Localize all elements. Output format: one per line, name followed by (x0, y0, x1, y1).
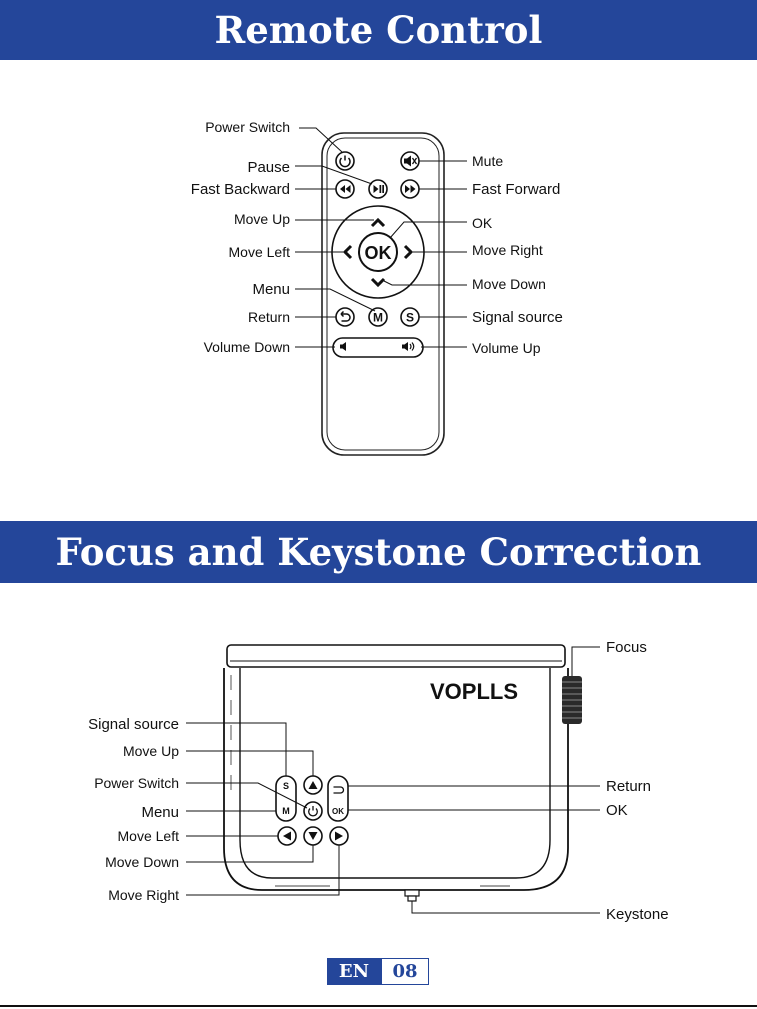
label-ok: OK (472, 215, 493, 231)
brand-logo: VOPLLS (430, 679, 518, 704)
label-proj-return: Return (606, 778, 651, 795)
label-move-left: Move Left (229, 244, 291, 260)
label-power-switch: Power Switch (205, 119, 290, 135)
focus-keystone-heading: Focus and Keystone Correction (0, 521, 757, 583)
projector-ok-label: OK (332, 807, 344, 816)
remote-control-illustration: OK M S (321, 132, 445, 456)
left-arrow-icon[interactable] (342, 244, 353, 260)
menu-button-label: M (373, 311, 383, 325)
up-arrow-icon[interactable] (370, 217, 386, 228)
label-proj-power-switch: Power Switch (94, 775, 179, 791)
projector-left-button[interactable] (277, 826, 297, 846)
label-fast-forward: Fast Forward (472, 181, 560, 198)
remote-control-heading: Remote Control (0, 0, 757, 60)
label-proj-signal-source: Signal source (88, 716, 179, 733)
right-arrow-icon[interactable] (403, 244, 414, 260)
page-number: 08 (381, 958, 429, 985)
label-proj-move-right: Move Right (108, 887, 179, 903)
label-volume-down: Volume Down (204, 339, 290, 355)
volume-down-icon[interactable] (340, 342, 346, 351)
keystone-knob[interactable] (404, 889, 420, 902)
volume-rocker[interactable] (332, 337, 424, 358)
label-move-right: Move Right (472, 242, 543, 258)
projector-control-panel: S M OK (275, 775, 349, 846)
label-proj-move-down: Move Down (105, 854, 179, 870)
menu-button[interactable]: M (368, 307, 388, 327)
label-mute: Mute (472, 153, 503, 169)
label-move-down: Move Down (472, 276, 546, 292)
projector-right-button[interactable] (329, 826, 349, 846)
source-button-label: S (406, 311, 414, 325)
label-proj-ok: OK (606, 802, 628, 819)
label-proj-move-up: Move Up (123, 743, 179, 759)
label-keystone: Keystone (606, 906, 669, 923)
ok-button[interactable] (358, 232, 398, 272)
label-move-up: Move Up (234, 211, 290, 227)
label-return: Return (248, 309, 290, 325)
projector-up-button[interactable] (303, 775, 323, 795)
mute-button[interactable] (400, 151, 420, 171)
footer-rule (0, 1005, 757, 1007)
down-arrow-icon[interactable] (370, 277, 386, 288)
remote-leader-lines (295, 127, 467, 348)
projector-return-icon[interactable] (333, 786, 345, 794)
focus-wheel[interactable] (562, 676, 582, 724)
signal-source-button[interactable]: S (400, 307, 420, 327)
projector-source-label: S (283, 781, 289, 791)
ok-button-label: OK (365, 243, 392, 263)
fast-backward-button[interactable] (335, 179, 355, 199)
projector-leader-lines (186, 646, 600, 914)
power-button[interactable] (335, 151, 355, 171)
language-badge: EN (327, 958, 381, 985)
label-signal-source: Signal source (472, 309, 563, 326)
label-fast-backward: Fast Backward (191, 181, 290, 198)
projector-down-button[interactable] (303, 826, 323, 846)
projector-illustration (223, 644, 582, 902)
label-pause: Pause (247, 159, 290, 176)
projector-menu-label: M (282, 806, 290, 816)
label-proj-move-left: Move Left (118, 828, 180, 844)
label-volume-up: Volume Up (472, 340, 541, 356)
play-pause-button[interactable] (368, 179, 388, 199)
return-button[interactable] (335, 307, 355, 327)
projector-power-button[interactable] (303, 801, 323, 821)
label-proj-menu: Menu (141, 804, 179, 821)
volume-up-icon[interactable] (402, 342, 415, 351)
fast-forward-button[interactable] (400, 179, 420, 199)
label-focus: Focus (606, 639, 647, 656)
label-menu: Menu (252, 281, 290, 298)
